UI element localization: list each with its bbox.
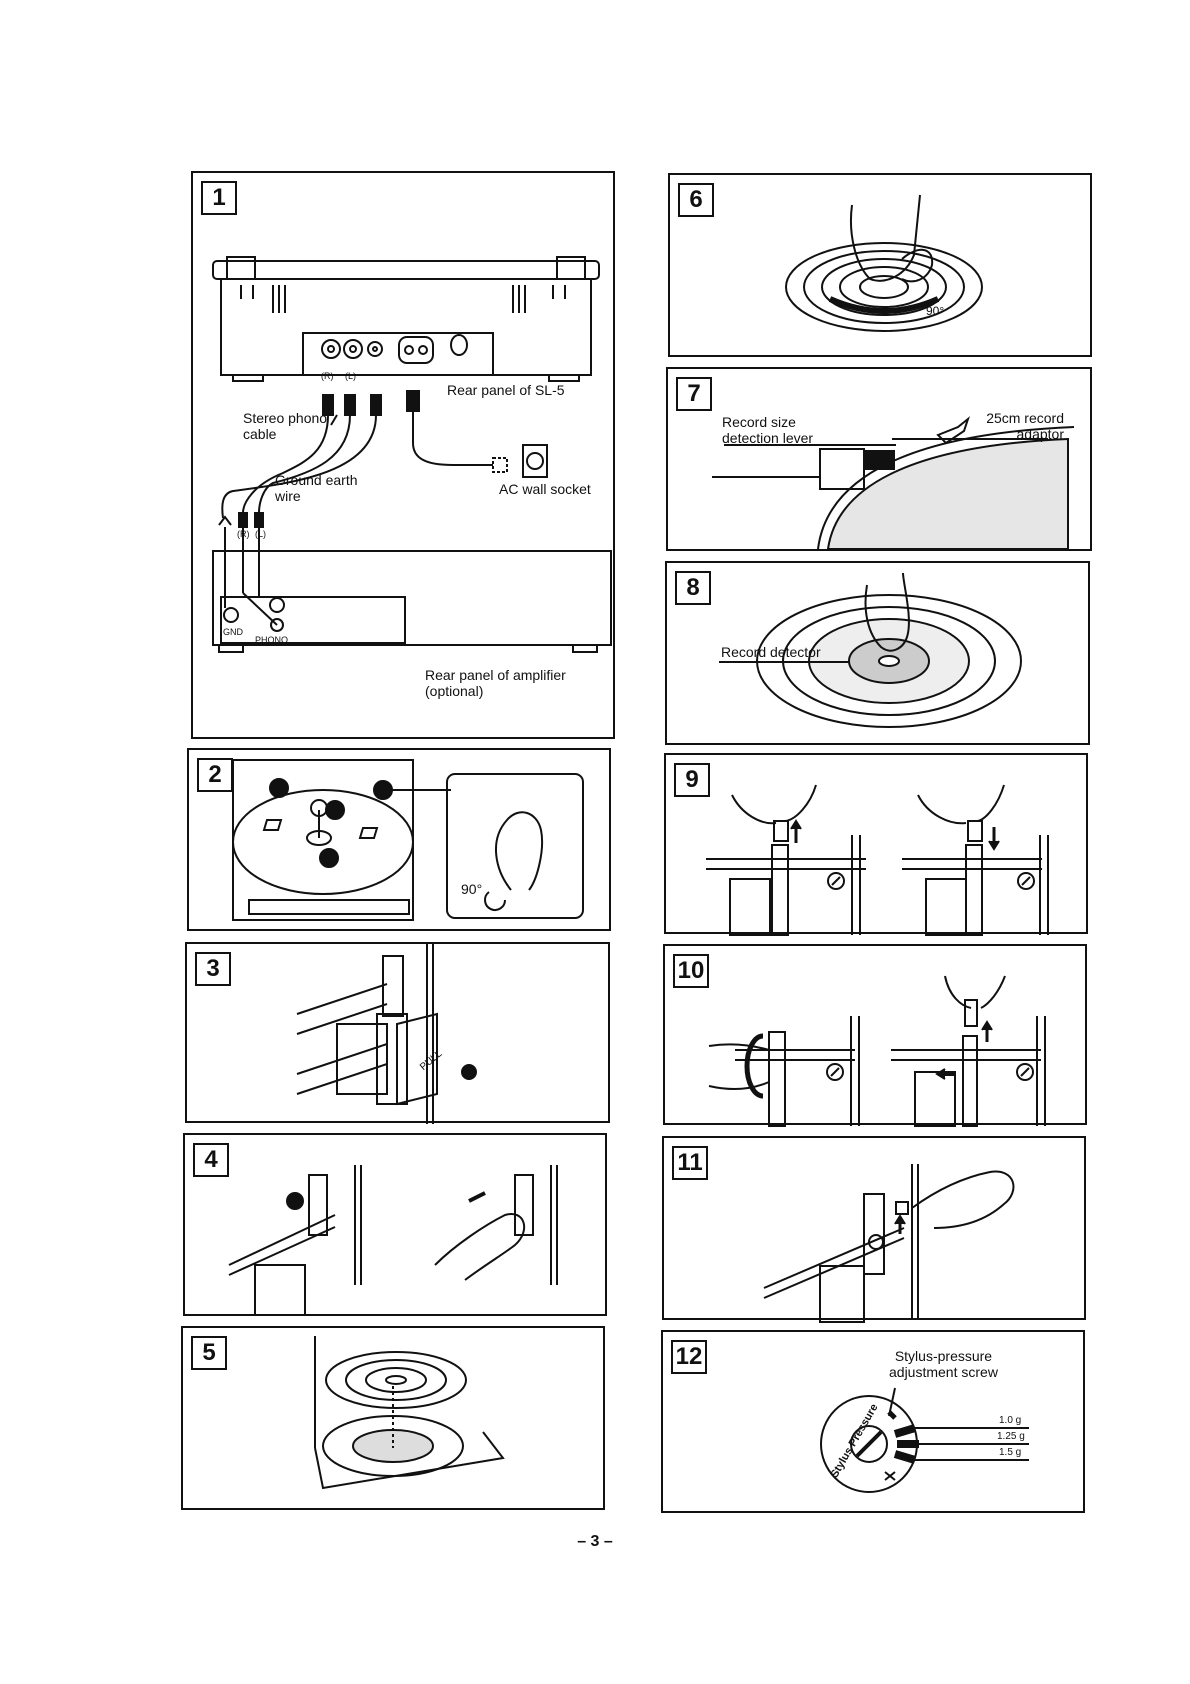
page-number: – 3 – — [0, 1533, 1190, 1551]
step-10-panel: 10 — [663, 944, 1087, 1125]
cartridge-remove-illustration — [185, 1135, 609, 1318]
stylus-guard-illustration — [664, 1138, 1088, 1322]
label-angle-90-record: 90° — [926, 303, 944, 319]
stylus-attach-illustration — [666, 755, 1090, 936]
step-4-panel: 4 — [183, 1133, 607, 1316]
shell-pull-illustration — [187, 944, 612, 1125]
label-stereo-phono-cable: Stereo phono cable — [243, 410, 327, 442]
label-record-detector: Record detector — [721, 644, 821, 660]
turntable-rear-illustration — [193, 173, 617, 741]
step-9-panel: 9 — [664, 753, 1088, 934]
step-1-panel: 1 — [191, 171, 615, 739]
label-ac-wall-socket: AC wall socket — [499, 481, 591, 497]
step-3-panel: 3 PULL — [185, 942, 610, 1123]
label-stylus-pressure-screw: Stylus-pressure adjustment screw — [889, 1348, 998, 1380]
step-5-panel: 5 — [181, 1326, 605, 1510]
label-rear-panel-sl5: Rear panel of SL-5 — [447, 382, 565, 398]
step-11-panel: 11 — [662, 1136, 1086, 1320]
label-1-25g: 1.25 g — [997, 1432, 1025, 1442]
label-phono: PHONO — [255, 635, 288, 645]
label-cable-r: (R) — [321, 371, 334, 381]
label-cable-l: (L) — [345, 371, 356, 381]
label-1-5g: 1.5 g — [999, 1448, 1021, 1458]
platter-removal-illustration — [189, 750, 613, 933]
step-7-panel: 7 Record size detection lever 25cm recor… — [666, 367, 1092, 551]
step-2-panel: 2 90° — [187, 748, 611, 931]
stylus-adjust-illustration — [665, 946, 1089, 1127]
record-turn-illustration — [670, 175, 1094, 359]
label-rear-panel-amplifier: Rear panel of amplifier (optional) — [425, 667, 566, 699]
label-plug-r: (R) — [237, 529, 250, 539]
stylus-pressure-dial-illustration — [663, 1332, 1087, 1515]
step-8-panel: 8 Record detector — [665, 561, 1090, 745]
step-6-panel: 6 90° — [668, 173, 1092, 357]
step-12-panel: 12 Stylus-pressure adjustment screw 1.0 … — [661, 1330, 1085, 1513]
label-angle-90: 90° — [461, 881, 482, 897]
label-record-size-detection-lever: Record size detection lever — [722, 414, 813, 446]
label-plug-l: (L) — [255, 529, 266, 539]
label-gnd: GND — [223, 627, 243, 637]
label-ground-earth-wire: Ground earth wire — [275, 472, 358, 504]
label-25cm-record-adaptor: 25cm record adaptor — [948, 410, 1064, 442]
record-size-lever-illustration — [668, 369, 1094, 553]
label-1-0g: 1.0 g — [999, 1416, 1021, 1426]
platter-install-illustration — [183, 1328, 607, 1512]
